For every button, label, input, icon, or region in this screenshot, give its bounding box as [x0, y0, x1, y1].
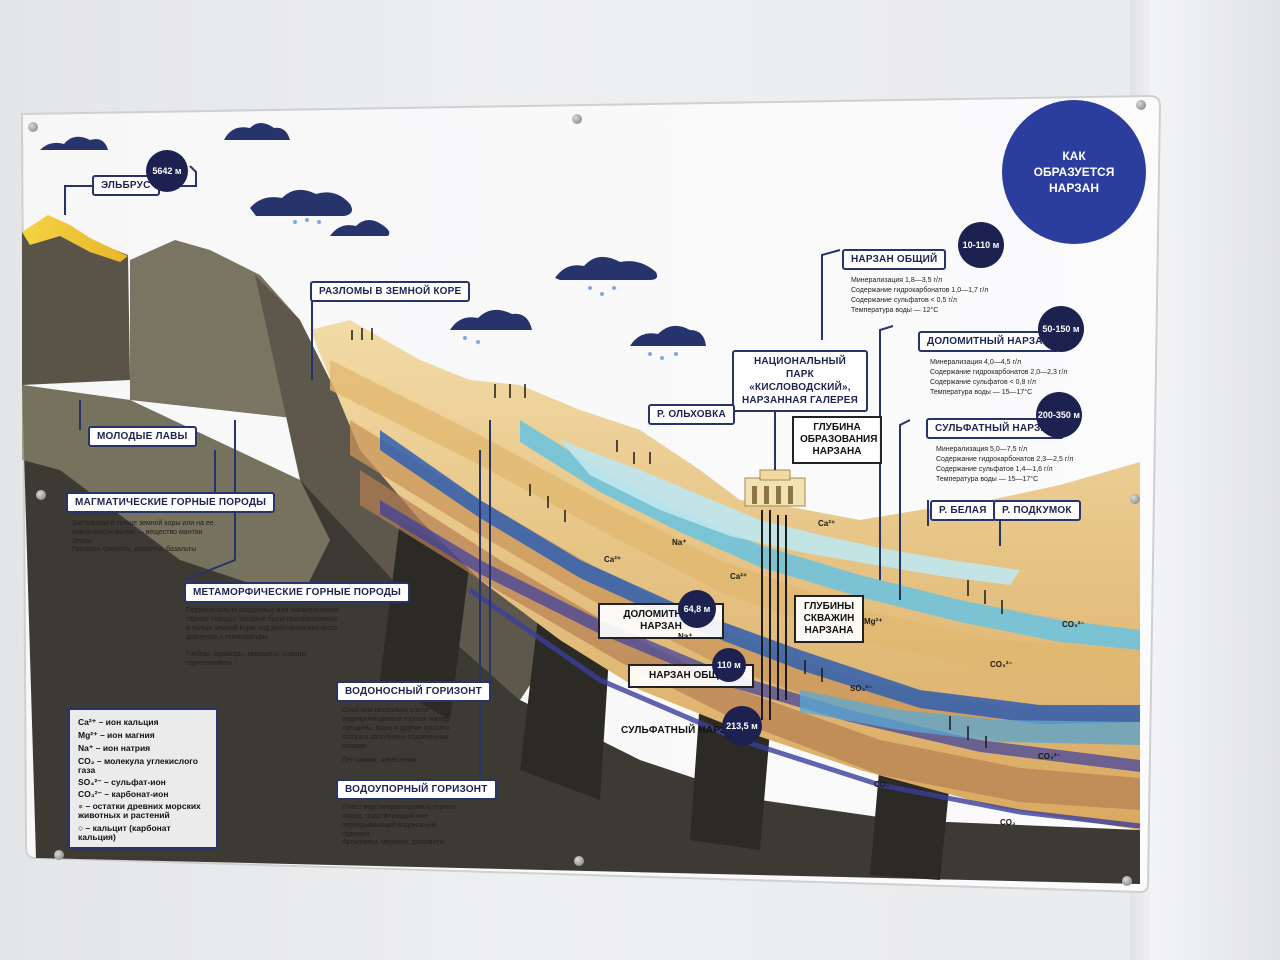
sediment-band-3 [360, 470, 1140, 810]
title-circle: КАК ОБРАЗУЕТСЯ НАРЗАН [1002, 100, 1146, 244]
title-line-1: КАК [1062, 149, 1086, 163]
dolomite-well-depth: 64,8 м [678, 590, 716, 628]
ion-co3: CO₃²⁻ [1062, 620, 1085, 629]
mount-pin [574, 856, 584, 866]
wall-panel [1150, 0, 1280, 960]
narzan-sulfate-line: Содержание гидрокарбонатов 2,3—2,5 г/л [936, 456, 1074, 463]
aquitard-desc-1: Пласт водонепроницаемых горных пород, по… [342, 804, 456, 838]
ion-co3: CO₃²⁻ [990, 660, 1013, 669]
metamorphic-label: МЕТАМОРФИЧЕСКИЕ ГОРНЫЕ ПОРОДЫ [184, 582, 411, 603]
cloud-icon [40, 136, 108, 150]
mount-pin [54, 850, 64, 860]
belaya-label: Р. БЕЛАЯ [930, 500, 996, 521]
ion-so4: SO₄²⁻ [850, 684, 873, 693]
aquifer-label: ВОДОНОСНЫЙ ГОРИЗОНТ [336, 681, 491, 702]
magmatic-label: МАГМАТИЧЕСКИЕ ГОРНЫЕ ПОРОДЫ [66, 492, 276, 513]
water-mid [520, 420, 1140, 650]
well-pipes [761, 510, 787, 720]
ion-co2: CO₂ [874, 780, 890, 789]
metamorphic-desc-2: Гнейсы, мраморы, кварциты, сланцы, серпе… [186, 651, 309, 667]
narzan-general-depth: 10-110 м [958, 222, 1004, 268]
ion-ca: Ca²⁺ [604, 555, 622, 564]
mount-pin [1122, 876, 1132, 886]
narzan-general-line: Содержание сульфатов < 0,5 г/л [851, 297, 957, 304]
narzan-sulfate-depth: 200-350 м [1036, 392, 1082, 438]
ion-co3: CO₃²⁻ [1038, 752, 1061, 761]
mount-pin [36, 490, 46, 500]
legend-item: CO₂ – молекула углекислого газа [78, 756, 198, 775]
cloud-icon [250, 189, 352, 216]
narzan-dolomite-line: Минерализация 4,0—4,5 г/л [930, 359, 1022, 366]
water-light [560, 440, 1020, 585]
elbrus-mountain [22, 222, 130, 385]
elbrus-height-badge: 5642 м [146, 150, 188, 192]
aquifer-desc-2: Песчаники, известняки [342, 757, 417, 764]
cloud-icon [630, 325, 706, 346]
narzan-dolomite-line: Температура воды — 15—17°C [930, 389, 1033, 396]
rock-blocks [380, 520, 950, 880]
sediment-band-1 [330, 360, 1140, 680]
legend-item: Ca²⁺ – ион кальция [78, 717, 159, 727]
title-line-2: ОБРАЗУЕТСЯ [1033, 165, 1115, 179]
narzan-general-line: Минерализация 1,8—3,5 г/л [851, 277, 943, 284]
narzan-gallery [744, 469, 806, 507]
mount-pin [572, 114, 582, 124]
aquitard-desc-2: Аргиллиты, мергели, доломиты [342, 839, 445, 846]
ion-na: Na⁺ [678, 632, 693, 641]
narzan-general-line: Температура воды — 12°C [851, 307, 939, 314]
cloud-icon [555, 256, 658, 280]
legend-item: ● – остатки древних морских животных и р… [78, 801, 201, 820]
metamorphic-desc-1: Первоначально осадочные или магматически… [186, 607, 340, 641]
legend: Ca²⁺ – ион кальция Mg²⁺ – ион магния Na⁺… [68, 708, 218, 849]
sulfate-well-depth: 213,5 м [722, 706, 762, 746]
magmatic-desc-1: Застывшая в толще земной коры или на ее … [72, 520, 214, 545]
olkhovka-label: Р. ОЛЬХОВКА [648, 404, 735, 425]
aquitard-label: ВОДОУПОРНЫЙ ГОРИЗОНТ [336, 779, 497, 800]
cloud-icon [330, 220, 390, 236]
legend-item: SO₄²⁻ – сульфат-ион [78, 777, 166, 787]
narzan-general-title: НАРЗАН ОБЩИЙ [842, 249, 947, 270]
aquitard-line [468, 587, 1141, 829]
faults-label: РАЗЛОМЫ В ЗЕМНОЙ КОРЕ [310, 281, 471, 302]
cloud-icon [450, 309, 532, 330]
narzan-sulfate-line: Минерализация 5,0—7,5 г/л [936, 446, 1028, 453]
legend-item: Na⁺ – ион натрия [78, 743, 151, 753]
mount-pin [1130, 494, 1140, 504]
narzan-dolomite-line: Содержание сульфатов < 0,8 г/л [930, 379, 1036, 386]
narzan-sulfate-line: Содержание сульфатов 1,4—1,6 г/л [936, 466, 1053, 473]
mount-pin [1136, 100, 1146, 110]
elbrus-snow [22, 215, 128, 262]
legend-item: Mg²⁺ – ион магния [78, 730, 155, 740]
ion-na: Na⁺ [672, 538, 687, 547]
ion-ca: Ca²⁺ [730, 572, 748, 581]
narzan-dolomite-line: Содержание гидрокарбонатов 2,0—2,3 г/л [930, 369, 1068, 376]
sulfate-well-label: СУЛЬФАТНЫЙ НАРЗАН [621, 725, 742, 736]
narzan-dolomite-depth: 50-150 м [1038, 306, 1084, 352]
park-label: НАЦИОНАЛЬНЫЙ ПАРК «КИСЛОВОДСКИЙ», НАРЗАН… [732, 350, 868, 412]
general-well-depth: 110 м [712, 648, 746, 682]
podkumok-label: Р. ПОДКУМОК [993, 500, 1081, 521]
mount-pin [28, 122, 38, 132]
aquifer-desc-1: Слой или несколько слоев водопроницаемых… [342, 707, 450, 750]
depth-formation-label: ГЛУБИНА ОБРАЗОВАНИЯ НАРЗАНА [792, 416, 882, 464]
magmatic-desc-2: Граниты, сиениты, диориты, базальты [72, 546, 197, 553]
narzan-general-line: Содержание гидрокарбонатов 1,0—1,7 г/л [851, 287, 989, 294]
water-band-low [800, 690, 1140, 745]
cloud-icon [224, 123, 290, 140]
narzan-sulfate-line: Температура воды — 15—17°C [936, 476, 1039, 483]
young-lava-label: МОЛОДЫЕ ЛАВЫ [88, 426, 197, 447]
ion-mg: Mg²⁺ [864, 617, 883, 626]
ion-co2: CO₂ [1000, 818, 1016, 827]
ion-ca: Ca²⁺ [818, 519, 836, 528]
well-depth-label: ГЛУБИНЫ СКВАЖИН НАРЗАНА [794, 595, 864, 643]
legend-item: CO₃²⁻ – карбонат-ион [78, 789, 169, 799]
title-line-3: НАРЗАН [1048, 181, 1100, 195]
legend-item: ○ – кальцит (карбонат кальция) [78, 823, 171, 842]
